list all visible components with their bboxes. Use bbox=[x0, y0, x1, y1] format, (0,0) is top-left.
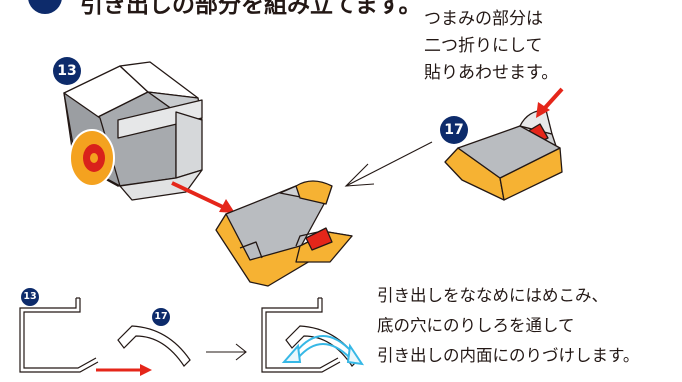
badge-17-section: 17 bbox=[152, 308, 170, 326]
red-arrow-2 bbox=[536, 87, 564, 118]
step-number-badge bbox=[28, 0, 62, 14]
badge-13-main: 13 bbox=[53, 57, 81, 85]
step-header-text: 引き出しの部分を組み立てます。 bbox=[80, 0, 422, 18]
section-tray-17 bbox=[117, 325, 191, 367]
section-arrow bbox=[206, 343, 247, 361]
note-top-line-3: 貼りあわせます。 bbox=[424, 63, 559, 83]
note-bottom-line-1: 引き出しをななめにはめこみ、 bbox=[377, 286, 608, 305]
target-mark bbox=[69, 129, 115, 187]
badge-13-section: 13 bbox=[21, 288, 39, 306]
section-box-13 bbox=[19, 297, 99, 373]
note-bottom: 引き出しをななめにはめこみ、 底の穴にのりしろを通して 引き出しの内面にのりづけ… bbox=[377, 281, 639, 371]
note-bottom-line-2: 底の穴にのりしろを通して bbox=[377, 316, 575, 335]
tray-assembled bbox=[215, 180, 353, 287]
swing-arrow bbox=[281, 335, 365, 366]
red-arrow-3 bbox=[96, 364, 152, 376]
tray-17-illustration bbox=[444, 109, 563, 201]
badge-17-main: 17 bbox=[440, 116, 468, 144]
gray-arrow bbox=[344, 141, 433, 187]
note-top-line-2: 二つ折りにして bbox=[424, 36, 543, 56]
note-top: つまみの部分は 二つ折りにして 貼りあわせます。 bbox=[424, 6, 558, 87]
section-assembled bbox=[261, 297, 359, 373]
red-arrow-1 bbox=[171, 181, 235, 213]
note-top-line-1: つまみの部分は bbox=[424, 9, 543, 29]
note-bottom-line-3: 引き出しの内面にのりづけします。 bbox=[377, 346, 640, 365]
